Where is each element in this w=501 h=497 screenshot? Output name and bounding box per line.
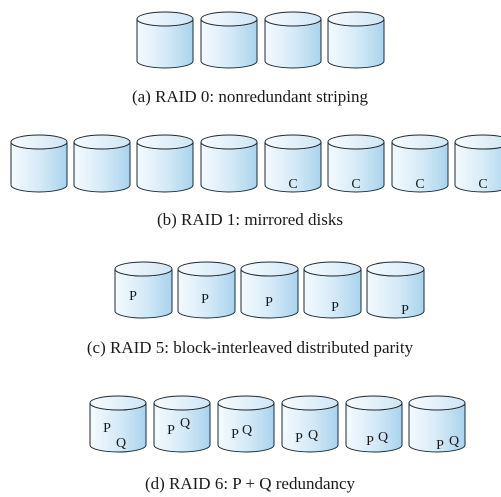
raid-1-caption: (b) RAID 1: mirrored disks	[157, 210, 343, 229]
disk-top	[408, 395, 466, 411]
raid-5-disk: P	[177, 261, 236, 319]
disk-top	[177, 261, 236, 277]
raid-0-disk	[136, 11, 194, 69]
disk-label-c: C	[351, 177, 360, 192]
disk-top	[366, 261, 425, 277]
disk-top	[240, 261, 299, 277]
disk-top	[136, 11, 194, 27]
disk-label-p: P	[231, 427, 239, 442]
disk-top	[217, 395, 275, 411]
disk-label-c: C	[288, 177, 297, 192]
raid-0-disk	[327, 11, 385, 69]
raid-1-disk	[10, 134, 68, 193]
disk-label-c: C	[478, 177, 487, 192]
disk-label-q: Q	[378, 430, 388, 445]
raid-5-disk: P	[114, 261, 173, 319]
raid-5-disk: P	[303, 261, 362, 319]
disk-label-p: P	[129, 289, 137, 304]
disk-label-q: Q	[308, 428, 318, 443]
raid-1-disk: C	[327, 134, 385, 193]
disk-label-p: P	[331, 300, 339, 315]
disk-top	[153, 395, 211, 411]
disk-top	[264, 11, 322, 27]
disk-top	[264, 134, 322, 150]
raid-5-caption: (c) RAID 5: block-interleaved distribute…	[87, 338, 414, 357]
disk-top	[114, 261, 173, 277]
disk-label-q: Q	[449, 434, 459, 449]
raid-5-disk: P	[240, 261, 299, 319]
raid-0-caption: (a) RAID 0: nonredundant striping	[132, 87, 369, 106]
disk-top	[136, 134, 194, 150]
raid-1-disk	[73, 134, 131, 193]
disk-label-p: P	[201, 292, 209, 307]
disk-top	[327, 11, 385, 27]
raid-0-disk-group	[136, 11, 385, 69]
disk-label-q: Q	[242, 423, 252, 438]
disk-top	[281, 395, 339, 411]
disk-label-p: P	[366, 434, 374, 449]
disk-label-q: Q	[116, 436, 126, 451]
disk-label-p: P	[436, 438, 444, 453]
disk-label-q: Q	[180, 416, 190, 431]
raid-6-caption: (d) RAID 6: P + Q redundancy	[145, 474, 356, 493]
disk-top	[391, 134, 449, 150]
disk-label-c: C	[415, 177, 424, 192]
raid-1-disk: C	[264, 134, 322, 193]
disk-label-p: P	[103, 421, 111, 436]
raid-6-disk: PQ	[89, 395, 147, 453]
disk-top	[10, 134, 68, 150]
disk-label-p: P	[295, 431, 303, 446]
disk-top	[73, 134, 131, 150]
disk-top	[200, 134, 258, 150]
raid-5-disk: P	[366, 261, 425, 319]
disk-top	[345, 395, 403, 411]
disk-label-p: P	[167, 423, 175, 438]
raid-1-disk	[136, 134, 194, 193]
row-raid-1: C C C C (b) RAID 1: mirrored disks	[10, 134, 501, 229]
disk-top	[89, 395, 147, 411]
disk-top	[327, 134, 385, 150]
disk-top	[303, 261, 362, 277]
raid-1-disk	[200, 134, 258, 193]
raid-1-disk: C	[391, 134, 449, 193]
raid-0-disk	[264, 11, 322, 69]
raid-1-disk: C	[454, 134, 501, 193]
row-raid-0: (a) RAID 0: nonredundant striping	[132, 11, 385, 106]
row-raid-5: P P P P P (c) RAID 5: block-interleaved dist…	[87, 261, 425, 357]
disk-label-p: P	[401, 303, 409, 318]
disk-label-p: P	[265, 295, 273, 310]
disk-top	[454, 134, 501, 150]
disk-top	[200, 11, 258, 27]
raid-0-disk	[200, 11, 258, 69]
